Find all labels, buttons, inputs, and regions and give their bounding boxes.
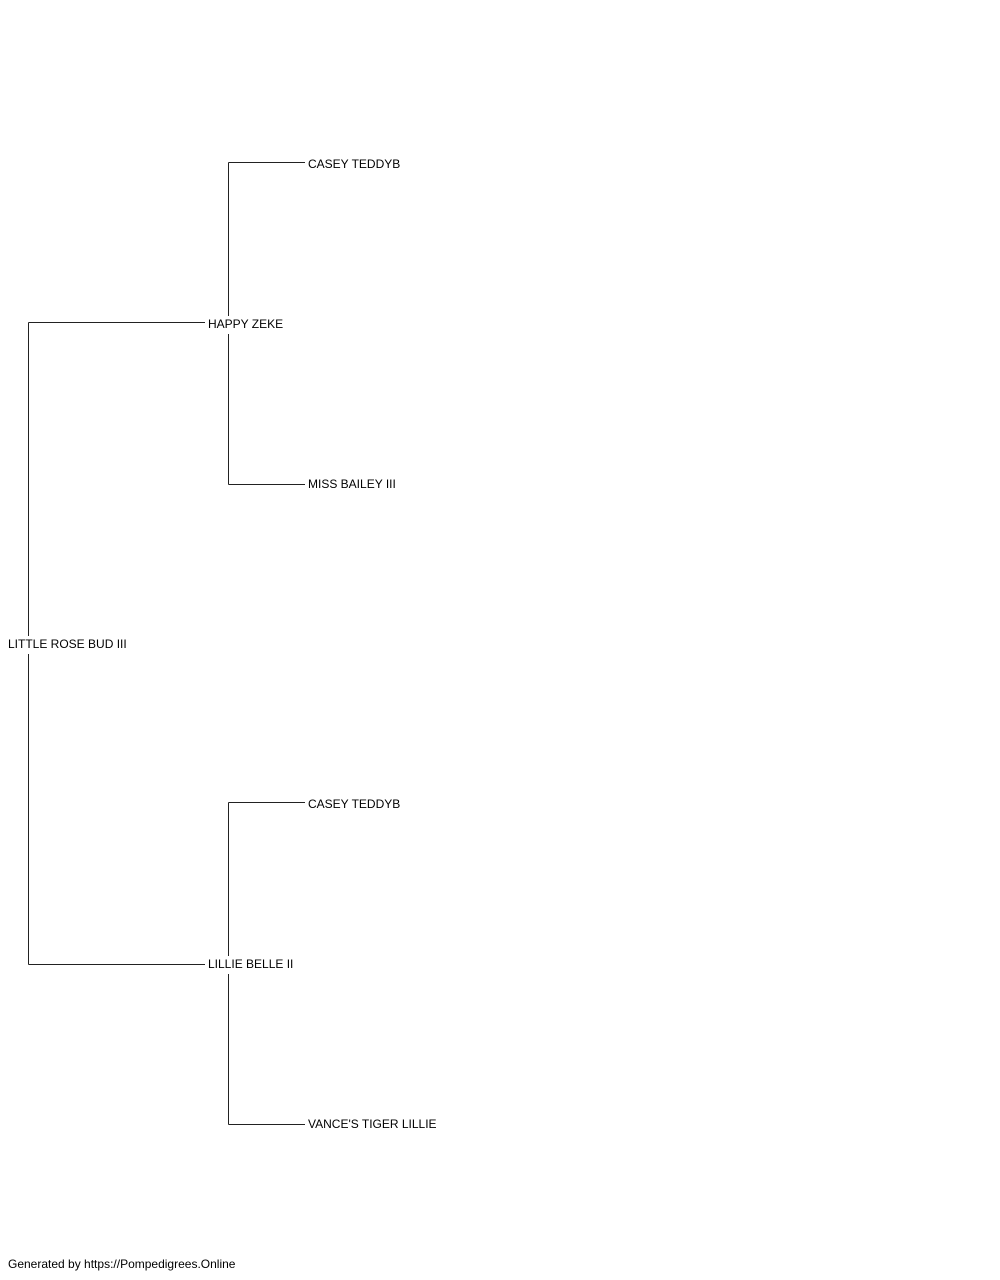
sire-name: HAPPY ZEKE xyxy=(208,317,283,331)
dam-sire-name: CASEY TEDDYB xyxy=(308,797,400,811)
footer-credit: Generated by https://Pompedigrees.Online xyxy=(8,1257,236,1271)
subject-name: LITTLE ROSE BUD III xyxy=(8,637,127,651)
sire-dam-name: MISS BAILEY III xyxy=(308,477,396,491)
dam-dam-name: VANCE'S TIGER LILLIE xyxy=(308,1117,437,1131)
sire-sire-name: CASEY TEDDYB xyxy=(308,157,400,171)
dam-name: LILLIE BELLE II xyxy=(208,957,293,971)
